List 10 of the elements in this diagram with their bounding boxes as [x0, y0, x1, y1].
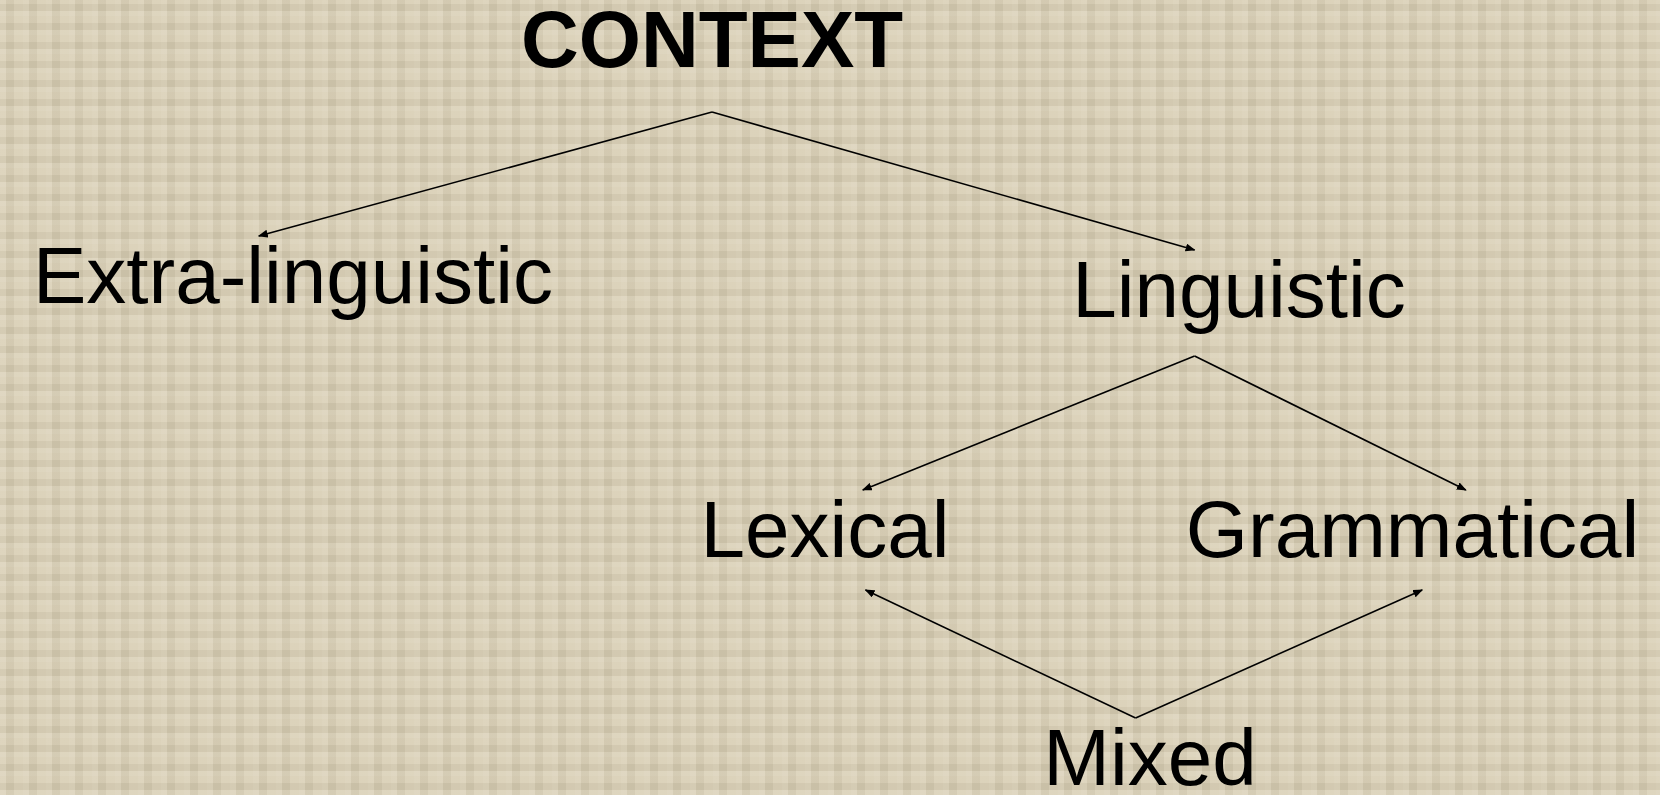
- category-label: Grammatical: [1184, 490, 1641, 570]
- arrow: [257, 111, 713, 238]
- title-text: CONTEXT: [519, 0, 905, 80]
- arrow: [861, 355, 1196, 491]
- category-label: Lexical: [699, 490, 951, 570]
- arrow: [711, 111, 1196, 252]
- arrow: [1134, 589, 1424, 719]
- arrow: [864, 589, 1137, 719]
- arrow: [1193, 355, 1467, 491]
- category-label: Mixed: [1042, 718, 1258, 795]
